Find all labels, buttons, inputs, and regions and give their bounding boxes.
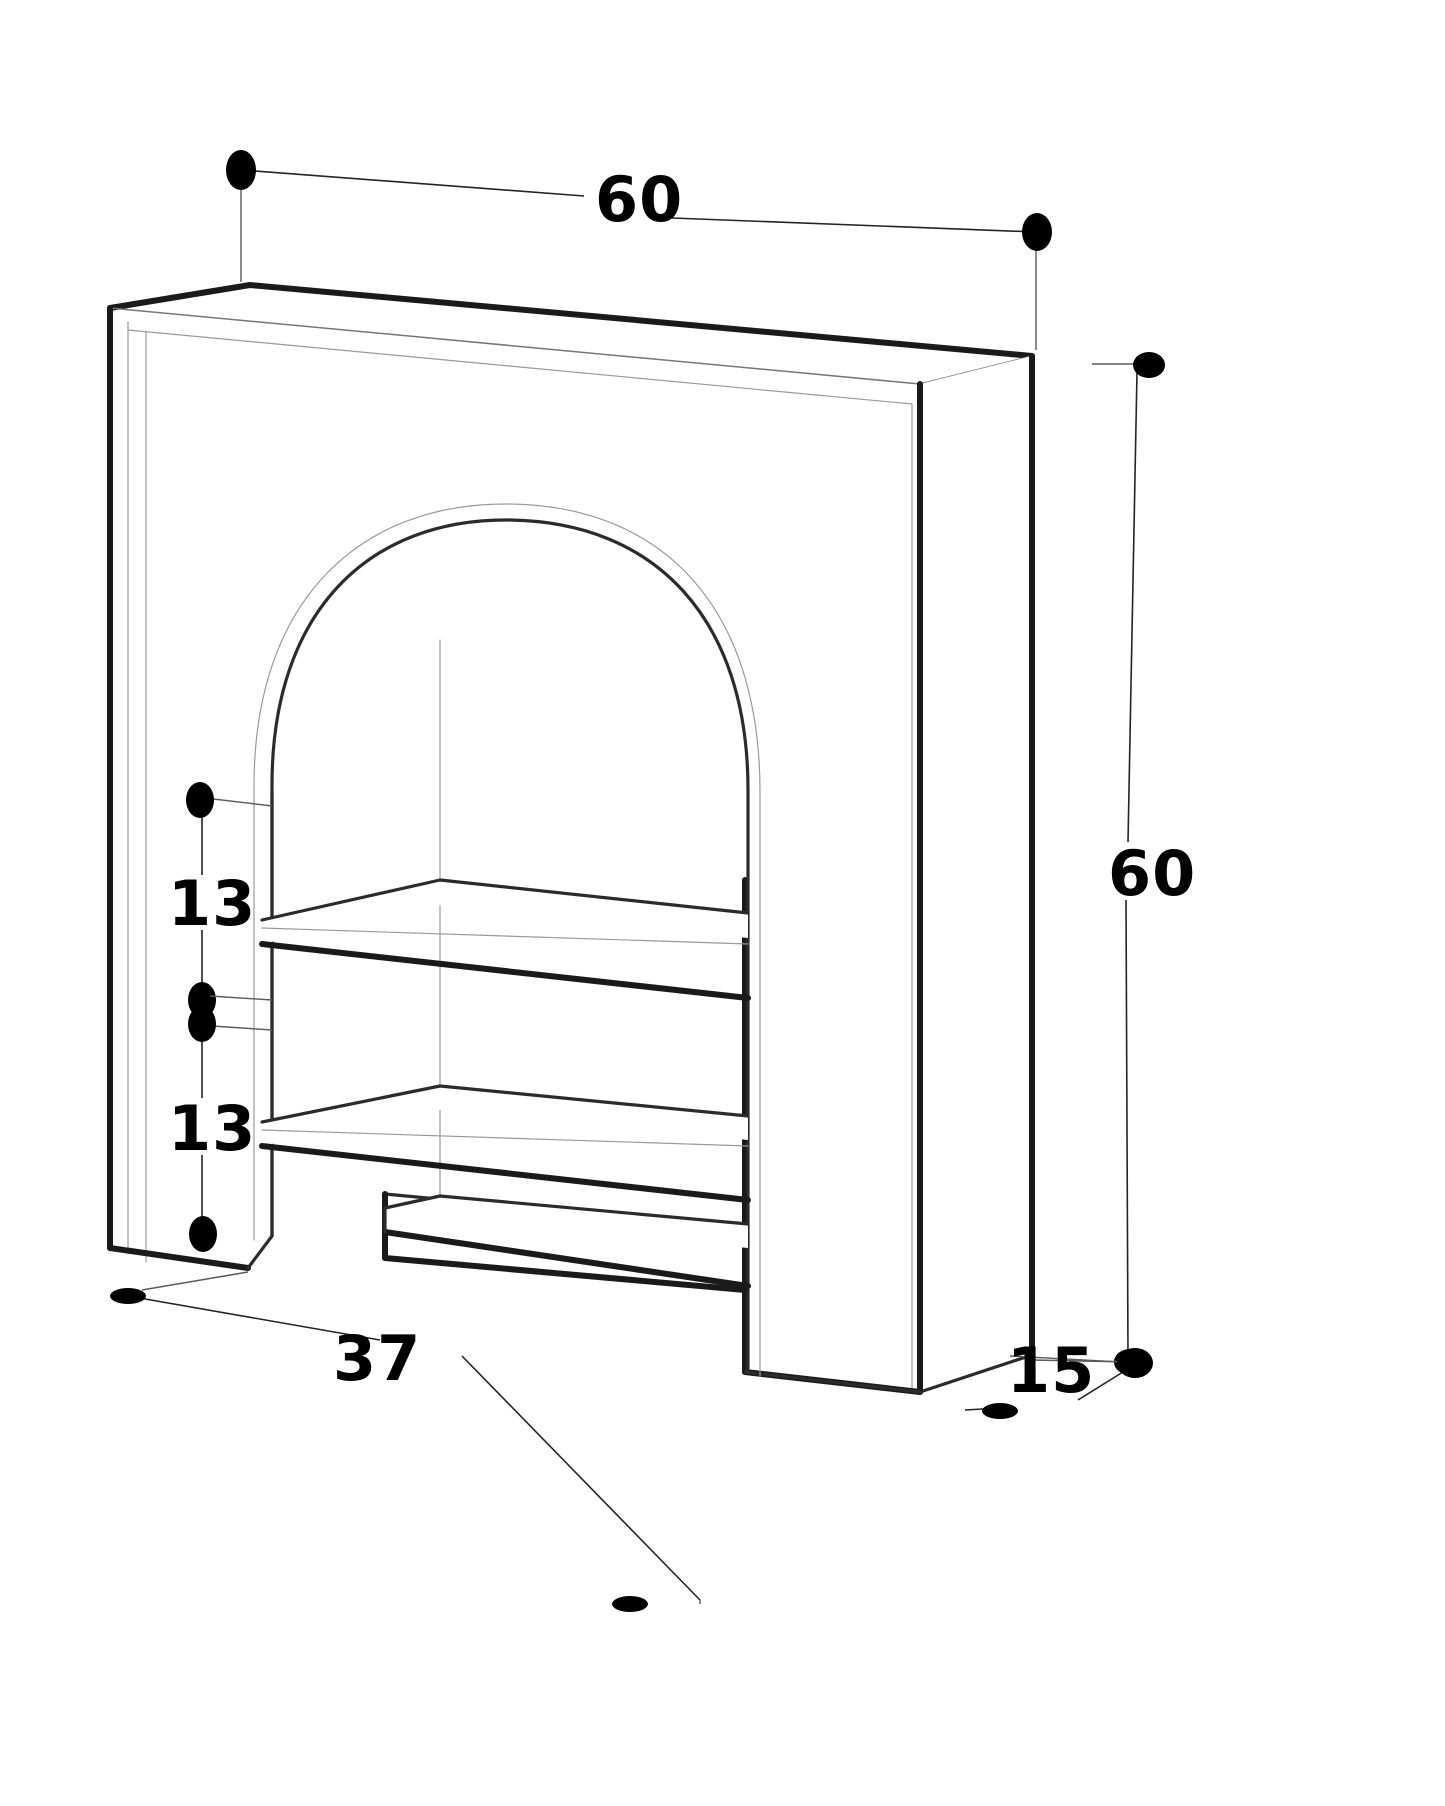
left-foot-inner-edge [246,1234,274,1270]
dim-dot-gap-lower-top [188,1006,216,1042]
dim-dot-depth-left [982,1403,1018,1419]
dimension-label-width-bottom: 37 [333,1322,421,1395]
front-panel-inner-rim [127,329,913,1389]
cabinet-right-side-face [920,356,1032,1392]
dimension-depth-bottom: 15 [964,1334,1153,1419]
right-pillar-depth-edge [743,1370,922,1394]
niche-floor-base-front [382,1229,751,1289]
dim-dot-depth-right [1117,1348,1153,1378]
dimension-height-right: 60 [1009,352,1196,1375]
dimension-width-bottom: 37 [110,1271,701,1612]
arch-opening-inner [253,503,761,1377]
dim-ext-bottom-left [141,1271,249,1291]
dim-dot-top-right [1022,213,1052,251]
front-panel-face [110,308,920,1392]
shelf-upper-front-top-edge [261,927,749,945]
dim-dot-gap-lower-bottom [189,1216,217,1252]
dim-line-width-top-right [671,217,1037,233]
dim-line-width-bottom-b [461,1355,701,1601]
dimension-label-depth-bottom: 15 [1007,1334,1095,1407]
shelf-upper-front-bottom-edge [259,941,751,1001]
dimension-label-gap-lower: 13 [168,1092,256,1165]
niche-floor-slab-front [382,1255,748,1293]
niche-floor-base-back [383,1194,750,1226]
cabinet-right-bottom-edge [918,1353,1034,1394]
dim-line-width-bottom-a [127,1295,381,1341]
dim-dot-top-left [226,150,256,190]
dimension-label-gap-upper: 13 [168,867,256,940]
dim-dot-gap-upper-top [186,782,214,818]
dim-line-height-right-upper [1127,371,1138,843]
shelf-lower-front-top-edge [261,1129,749,1147]
dimension-width-top: 60 [226,150,1052,350]
dim-dot-bottom-right [612,1596,648,1612]
shelf-group [259,878,751,1289]
shelf-lower-front-bottom-edge [259,1143,751,1203]
dimension-gap-lower: 13 [168,995,273,1252]
shelf-lower-back-edge [260,1084,750,1124]
niche-floor-top-face [385,1196,748,1248]
cabinet-top-edge [107,282,1035,359]
arch-opening-outer [270,518,750,1374]
dim-dot-bottom-left [110,1288,146,1304]
dim-leader-upper-shelf [204,797,273,807]
cabinet-bottom-left-edge [107,1245,251,1271]
shelf-upper-back-edge [260,878,750,922]
dim-dot-right-top [1133,352,1165,378]
dimension-label-height-right: 60 [1108,837,1196,910]
dim-line-depth-a [1077,1371,1124,1401]
dim-ext-depth-right [1031,1359,1133,1363]
dim-line-width-top-left [240,169,585,197]
shelf-upper-top-face [262,880,748,944]
cabinet-top-face [110,285,1032,384]
dimension-label-width-top: 60 [595,163,683,236]
dim-leader-mid-a [209,995,273,1001]
dim-leader-mid-b [211,1025,273,1031]
shelf-lower-top-face [262,1086,748,1146]
dim-line-height-right-lower [1125,899,1129,1356]
